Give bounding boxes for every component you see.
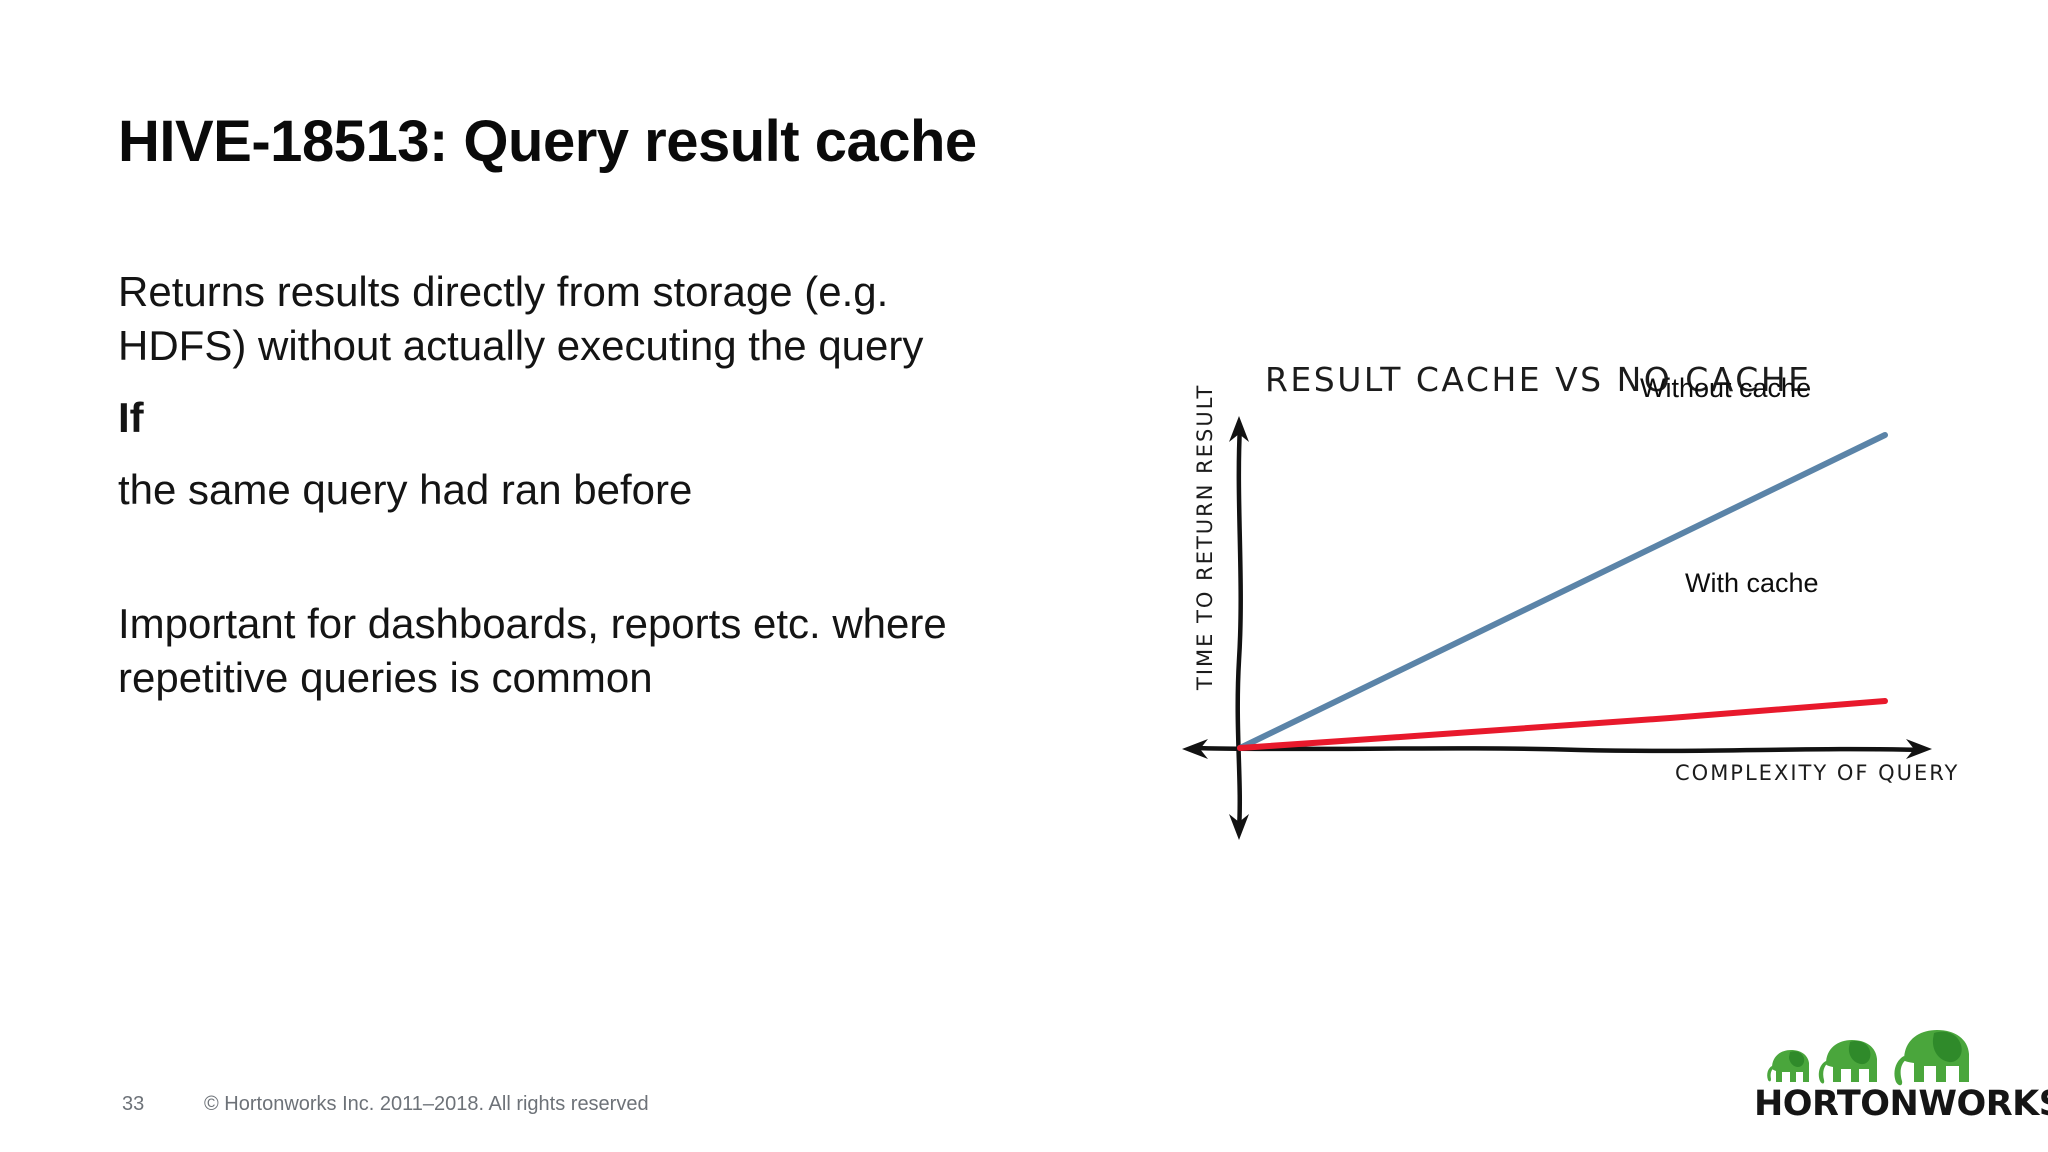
series-line-with-cache [1237,698,1888,751]
spacer [118,373,1018,391]
body-paragraph-intro: Returns results directly from storage (e… [118,268,924,369]
elephants-icon [1767,1030,1969,1086]
x-axis-arrow-right [1906,739,1932,759]
body-paragraph-condition: the same query had ran before [118,466,693,513]
y-axis-label: TIME TO RETURN RESULT [1193,384,1217,691]
series-label-without-cache: Without cache [1640,373,1812,403]
chart-result-cache-vs-no-cache: RESULT CACHE VS NO CACHE TIME TO RETURN … [1150,360,1970,880]
footer: 33 © Hortonworks Inc. 2011–2018. All rig… [122,1093,649,1116]
y-axis-arrow-down [1229,814,1249,840]
series-line-without-cache [1237,432,1888,751]
y-axis-line [1235,423,1243,833]
series-label-with-cache: With cache [1685,568,1819,598]
x-axis-arrow-left [1182,739,1208,759]
slide-body: Returns results directly from storage (e… [118,265,1018,705]
y-axis-arrow-up [1229,416,1249,442]
chart-plot-area: TIME TO RETURN RESULT COMPLEXITY OF QUER… [1182,384,1959,840]
logo-wordmark: HORTONWORKS® [1754,1084,2048,1124]
x-axis-line [1189,745,1923,754]
logo-wordmark-text: HORTONWORKS [1754,1084,2048,1124]
hortonworks-logo: HORTONWORKS® [1754,1022,2048,1126]
page-title: HIVE-18513: Query result cache [118,109,977,174]
page-number: 33 [122,1093,145,1115]
spacer [118,517,1018,597]
x-axis-label: COMPLEXITY OF QUERY [1675,761,1959,785]
chart-title: RESULT CACHE VS NO CACHE [1265,360,1812,399]
body-paragraph-if: If [118,394,144,441]
spacer [118,445,1018,463]
copyright-text: © Hortonworks Inc. 2011–2018. All rights… [204,1093,649,1115]
body-paragraph-importance: Important for dashboards, reports etc. w… [118,600,947,701]
